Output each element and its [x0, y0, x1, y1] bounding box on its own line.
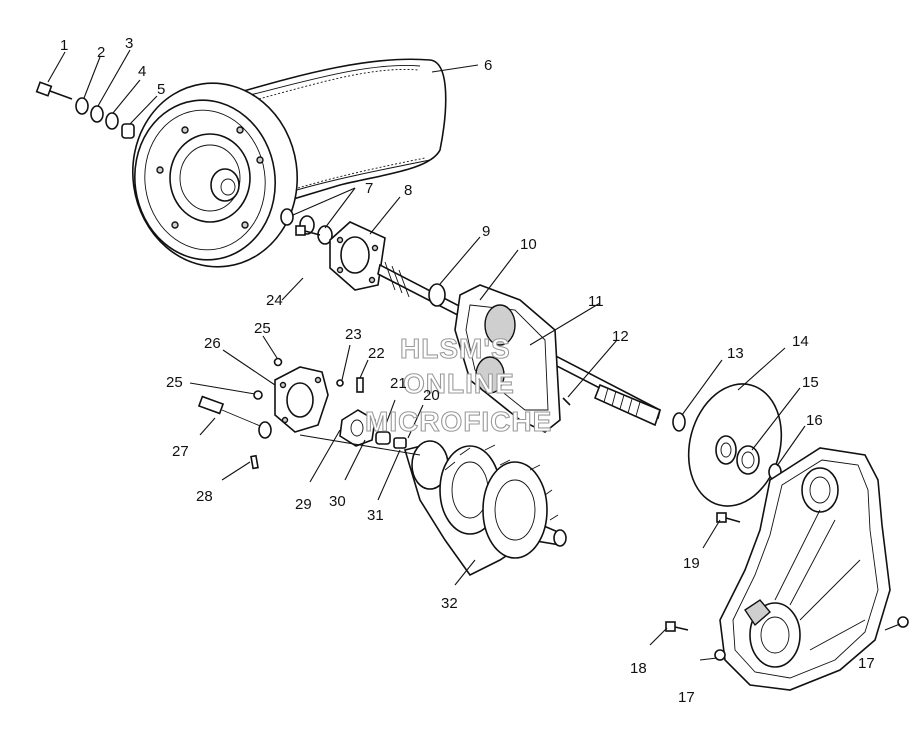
callouts: 1 2 3 4 5 6 7 8 9 10 11 12 13 14 15 16 1…	[60, 35, 875, 706]
drive-clutch-sheave	[131, 82, 299, 268]
bolt-24	[295, 225, 321, 236]
gasket	[454, 284, 561, 433]
callout-16: 16	[806, 412, 823, 429]
clutch-bolt-stack	[35, 81, 135, 139]
callout-27: 27	[172, 443, 189, 460]
callout-3: 3	[125, 35, 133, 52]
sprocket-assembly	[403, 440, 567, 577]
end-gasket	[339, 409, 376, 447]
callout-7: 7	[365, 180, 373, 197]
callout-29: 29	[295, 496, 312, 513]
callout-20: 20	[423, 387, 440, 404]
callout-12: 12	[612, 328, 629, 345]
bearing-15	[736, 445, 760, 475]
callout-6: 6	[484, 57, 492, 74]
callout-4: 4	[138, 63, 146, 80]
callout-28: 28	[196, 488, 213, 505]
callout-11: 11	[588, 293, 604, 310]
callout-8: 8	[404, 182, 412, 199]
callout-15: 15	[802, 374, 819, 391]
callout-32: 32	[441, 595, 458, 612]
pin-12	[562, 397, 571, 406]
bolt-22	[356, 377, 364, 393]
sensor-screw	[250, 454, 259, 470]
callout-18: 18	[630, 660, 647, 677]
watermark-line-3: MICROFICHE	[365, 406, 552, 437]
callout-21: 21	[390, 375, 407, 392]
callout-26: 26	[204, 335, 221, 352]
watermark: HLSM'S ONLINE MICROFICHE	[364, 332, 552, 437]
nut-25-left	[253, 390, 263, 400]
housing-fasteners	[665, 512, 909, 661]
callout-31: 31	[367, 507, 384, 524]
washer-stack-7	[280, 208, 333, 245]
callout-25-top: 25	[254, 320, 271, 337]
callout-23: 23	[345, 326, 362, 343]
needle-bearing	[375, 431, 407, 449]
callout-2: 2	[97, 44, 105, 61]
bearing-plate	[329, 221, 386, 291]
callout-30: 30	[329, 493, 346, 510]
callout-19: 19	[683, 555, 700, 572]
pin-23	[336, 379, 344, 387]
end-cover-plate	[274, 366, 329, 433]
watermark-line-1: HLSM'S	[400, 333, 511, 364]
callout-22: 22	[368, 345, 385, 362]
chaincase-cover	[719, 447, 891, 691]
speed-sensor	[197, 395, 272, 439]
watermark-line-2: ONLINE	[403, 368, 515, 399]
leader-lines	[47, 49, 901, 661]
callout-13: 13	[727, 345, 744, 362]
callout-9: 9	[482, 223, 490, 240]
driven-disc	[687, 383, 783, 507]
callout-17-left: 17	[678, 689, 695, 706]
callout-25-left: 25	[166, 374, 183, 391]
callout-1: 1	[60, 37, 68, 54]
nut-25-top	[273, 357, 283, 367]
callout-17-right: 17	[858, 655, 875, 672]
callout-10: 10	[520, 236, 537, 253]
callout-14: 14	[792, 333, 809, 350]
callout-5: 5	[157, 81, 165, 98]
callout-24: 24	[266, 292, 283, 309]
o-ring	[672, 412, 686, 432]
